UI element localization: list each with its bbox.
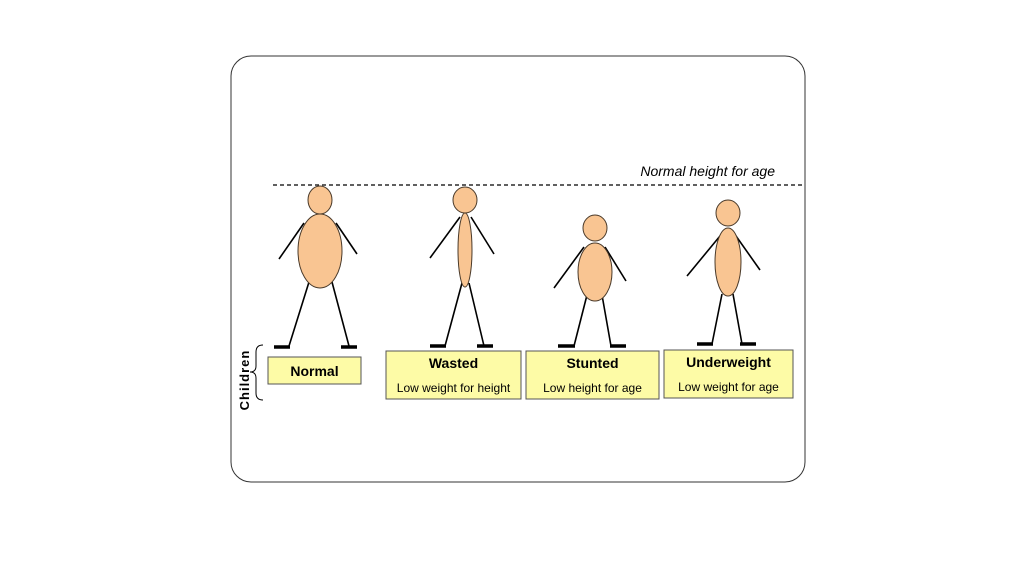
left-arm <box>278 222 305 260</box>
left-arm <box>553 246 585 289</box>
figure-body <box>577 242 613 302</box>
figure-head <box>452 186 478 214</box>
right-leg <box>732 293 743 345</box>
label-title: Wasted <box>429 355 478 371</box>
left-leg <box>711 293 723 345</box>
label-title: Underweight <box>686 354 771 370</box>
figure-stunted <box>553 214 627 348</box>
right-leg <box>331 281 350 347</box>
children-brace <box>249 344 264 401</box>
label-title: Stunted <box>566 355 618 371</box>
figure-head <box>582 214 608 242</box>
right-leg <box>601 294 612 347</box>
label-title: Normal <box>290 363 338 379</box>
left-leg <box>573 294 588 347</box>
diagram-frame <box>230 55 806 483</box>
label-stunted: Stunted Low height for age <box>525 350 660 400</box>
figure-wasted <box>429 186 495 348</box>
right-arm <box>735 235 761 271</box>
figure-underweight <box>686 199 761 346</box>
left-leg <box>444 282 463 347</box>
left-arm <box>429 216 461 259</box>
figure-normal <box>274 185 358 349</box>
label-subtitle: Low weight for age <box>678 380 779 394</box>
label-normal: Normal <box>267 356 362 385</box>
label-subtitle: Low weight for height <box>397 381 511 395</box>
left-arm <box>686 235 721 277</box>
figure-head <box>307 185 333 215</box>
label-underweight: Underweight Low weight for age <box>663 349 794 399</box>
right-arm <box>604 246 627 282</box>
right-arm <box>470 216 495 255</box>
reference-line-label: Normal height for age <box>640 163 775 179</box>
children-label: Children <box>237 350 252 411</box>
right-arm <box>335 222 358 255</box>
label-box <box>385 350 522 400</box>
figure-body <box>297 213 343 289</box>
label-box <box>267 356 362 385</box>
label-box <box>525 350 660 400</box>
figure-body <box>714 227 742 297</box>
figure-body <box>457 212 473 288</box>
right-leg <box>468 282 485 347</box>
label-subtitle: Low height for age <box>543 381 642 395</box>
label-box <box>663 349 794 399</box>
label-wasted: Wasted Low weight for height <box>385 350 522 400</box>
figure-head <box>715 199 741 227</box>
left-leg <box>288 281 310 347</box>
